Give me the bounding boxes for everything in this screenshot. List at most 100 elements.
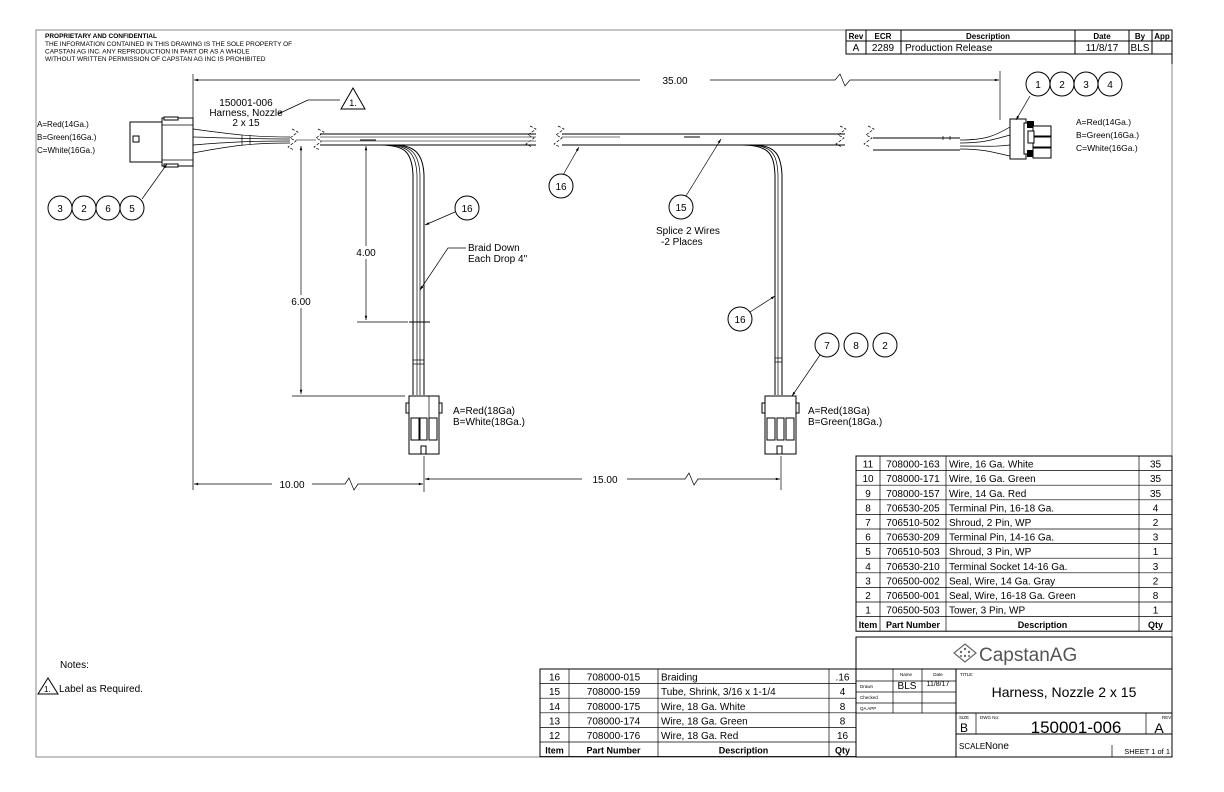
- bom-cell: 3: [865, 576, 871, 587]
- rev-value: A: [1154, 720, 1164, 736]
- dimension-drop-braid-value: 4.00: [356, 248, 376, 259]
- bom-cell: 706530-210: [886, 562, 940, 573]
- dimension-first-drop-value: 10.00: [279, 480, 304, 491]
- rev-value: A: [853, 43, 860, 54]
- bom-cell: 8: [865, 503, 871, 514]
- bom-cell: 7: [865, 518, 871, 529]
- bom-cell: 708000-174: [587, 716, 641, 727]
- right-connector: [1009, 118, 1052, 160]
- bom-cell: 706530-209: [886, 533, 940, 544]
- company-name: CapstanAG: [979, 645, 1077, 666]
- bom-cell: 708000-163: [886, 460, 940, 471]
- title-block: CapstanAG Name Date Drawn BLS 11/8/17 Ch…: [855, 636, 1173, 758]
- confidential-line: CAPSTAN AG INC. ANY REPRODUCTION IN PART…: [45, 49, 250, 56]
- dimension-drop-length-value: 6.00: [291, 297, 311, 308]
- notes-heading: Notes:: [60, 660, 89, 671]
- dimension-drop-spacing-value: 15.00: [592, 475, 617, 486]
- bom-cell: Wire, 16 Ga. White: [949, 460, 1034, 471]
- splice-note-line: Splice 2 Wires: [656, 226, 720, 237]
- balloon-label: 16: [734, 315, 746, 326]
- bom-cell: 706500-503: [886, 606, 940, 617]
- braid-note-line: Each Drop 4": [468, 254, 528, 265]
- bom-cell: 13: [549, 716, 561, 727]
- by-header: By: [1135, 32, 1146, 41]
- note-flag-triangle-icon: [340, 86, 366, 110]
- bom-cell: 708000-175: [587, 702, 641, 713]
- bom-cell: 16: [549, 673, 561, 684]
- bom-cell: 3: [1153, 533, 1159, 544]
- dwg-no-label: DWG No:: [980, 715, 999, 720]
- bom-header-cell: Part Number: [886, 620, 941, 630]
- drop-2-pin-a: A=Red(18Ga): [808, 406, 870, 417]
- drop-2-pin-b: B=Green(18Ga.): [808, 417, 882, 428]
- harness-trunk: [296, 133, 960, 151]
- rev-date-value: 11/8/17: [1086, 43, 1119, 54]
- qa-app-label: QA APP: [860, 706, 876, 711]
- harness-configuration: 2 x 15: [232, 118, 260, 129]
- bom-cell: 706510-502: [886, 518, 940, 529]
- confidential-heading: PROPRIETARY AND CONFIDENTIAL: [45, 33, 157, 40]
- bom-cell: 35: [1150, 489, 1162, 500]
- bom-cell: 35: [1150, 474, 1162, 485]
- size-value: B: [960, 721, 968, 735]
- sheet-number: SHEET 1 of 1: [1124, 747, 1170, 756]
- balloon: 1: [1035, 80, 1041, 91]
- size-label: SIZE: [959, 715, 969, 720]
- right-wire-fanout: [942, 126, 1011, 157]
- bom-cell: 708000-157: [886, 489, 940, 500]
- note-flag-triangle-icon: [37, 677, 59, 695]
- dwg-no-value: 150001-006: [1031, 718, 1122, 737]
- note-1-text: Label as Required.: [59, 684, 143, 695]
- balloon: 7: [824, 341, 830, 352]
- balloon: 2: [1059, 80, 1065, 91]
- balloon: 5: [129, 204, 135, 215]
- dimension-drop-length: 6.00: [286, 146, 405, 397]
- bom-cell: 1: [865, 606, 871, 617]
- balloon-label: 16: [461, 204, 473, 215]
- balloon-label: 16: [555, 182, 567, 193]
- bom-cell: 12: [549, 731, 561, 742]
- balloon-braid-trunk: 16: [548, 146, 580, 199]
- bom-header-cell: Item: [859, 620, 878, 630]
- checked-label: Checked: [860, 695, 878, 700]
- balloon-braid-drop-2: 16: [727, 295, 776, 332]
- bom-cell: 9: [865, 489, 871, 500]
- capstan-logo: CapstanAG: [953, 643, 1077, 666]
- bom-cell: 8: [1153, 591, 1159, 602]
- rev-label: REV: [1162, 715, 1171, 720]
- bom-cell: 708000-171: [886, 474, 940, 485]
- bom-cell: 14: [549, 702, 561, 713]
- balloon: 2: [81, 204, 87, 215]
- bom-cell: Wire, 14 Ga. Red: [949, 489, 1026, 500]
- bom-cell: 8: [840, 716, 846, 727]
- bom-header-cell: Qty: [835, 746, 850, 756]
- drop-1-connector: [405, 395, 443, 455]
- confidential-line: WITHOUT WRITTEN PERMISSION OF CAPSTAN AG…: [45, 56, 266, 63]
- title-label: TITLE:: [960, 672, 974, 677]
- bom-cell: 10: [862, 474, 874, 485]
- logo-diamond-icon: [953, 643, 977, 663]
- right-pin-c: C=White(16Ga.): [1076, 143, 1138, 153]
- bom-cell: 708000-176: [587, 731, 641, 742]
- scale-label: SCALE:: [959, 742, 987, 751]
- rev-header: Rev: [849, 32, 864, 41]
- bom-cell: 2: [1153, 518, 1159, 529]
- balloon: 8: [853, 341, 859, 352]
- rev-by-value: BLS: [1131, 43, 1150, 54]
- balloons-drop-2-connector: 7 8 2: [791, 332, 898, 397]
- bom-cell: 4: [840, 687, 846, 698]
- name-header: Name: [900, 672, 913, 677]
- bom-cell: Wire, 18 Ga. Green: [661, 716, 748, 727]
- note-1-flag: 1.: [44, 685, 51, 694]
- bom-header-cell: Item: [545, 746, 564, 756]
- bom-header-cell: Part Number: [586, 746, 641, 756]
- bom-cell: 35: [1150, 460, 1162, 471]
